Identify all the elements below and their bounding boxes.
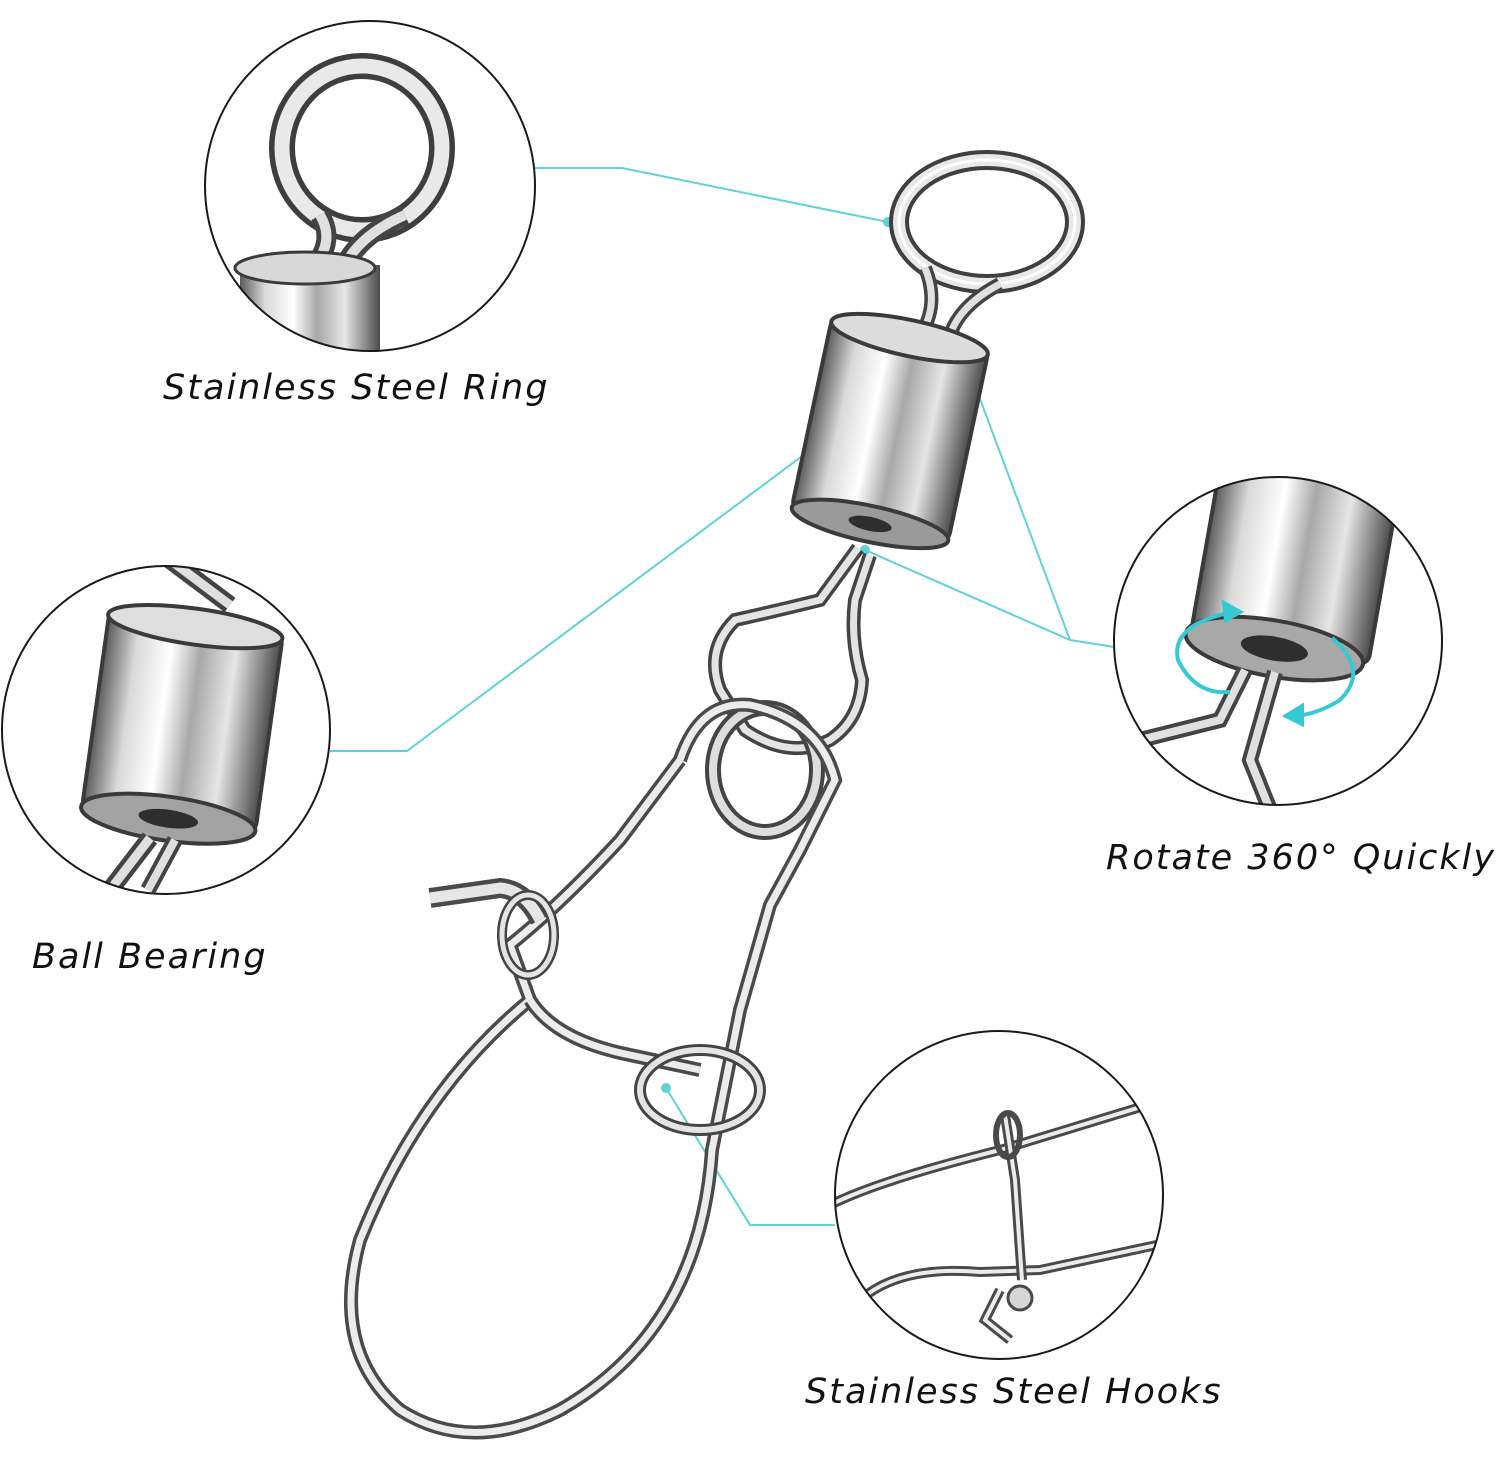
callout-line-ring bbox=[535, 167, 889, 223]
detail-circle-rotate bbox=[1113, 476, 1443, 806]
rotation-arrow-icon bbox=[1175, 599, 1356, 728]
callout-dot-hook bbox=[661, 1083, 671, 1093]
main-eye-ring bbox=[889, 150, 1085, 339]
label-stainless-steel-ring: Stainless Steel Ring bbox=[163, 368, 550, 408]
callout-line-bearing bbox=[330, 423, 846, 752]
label-stainless-steel-hooks: Stainless Steel Hooks bbox=[805, 1372, 1223, 1412]
label-rotate-360: Rotate 360° Quickly bbox=[1106, 838, 1497, 878]
detail-circle-ring bbox=[204, 20, 536, 352]
main-snap-clip bbox=[344, 697, 843, 1440]
callout-line-rotate-lower bbox=[864, 549, 1071, 641]
detail-circle-bearing bbox=[1, 565, 331, 895]
label-ball-bearing: Ball Bearing bbox=[32, 937, 268, 977]
swivel-snap-product bbox=[344, 150, 1085, 1440]
detail-circle-hooks bbox=[834, 1030, 1164, 1360]
main-lower-wire bbox=[708, 543, 877, 755]
main-barrel bbox=[789, 311, 990, 551]
detail-hooks-image bbox=[835, 1090, 1163, 1344]
detail-ring-image bbox=[233, 53, 455, 351]
